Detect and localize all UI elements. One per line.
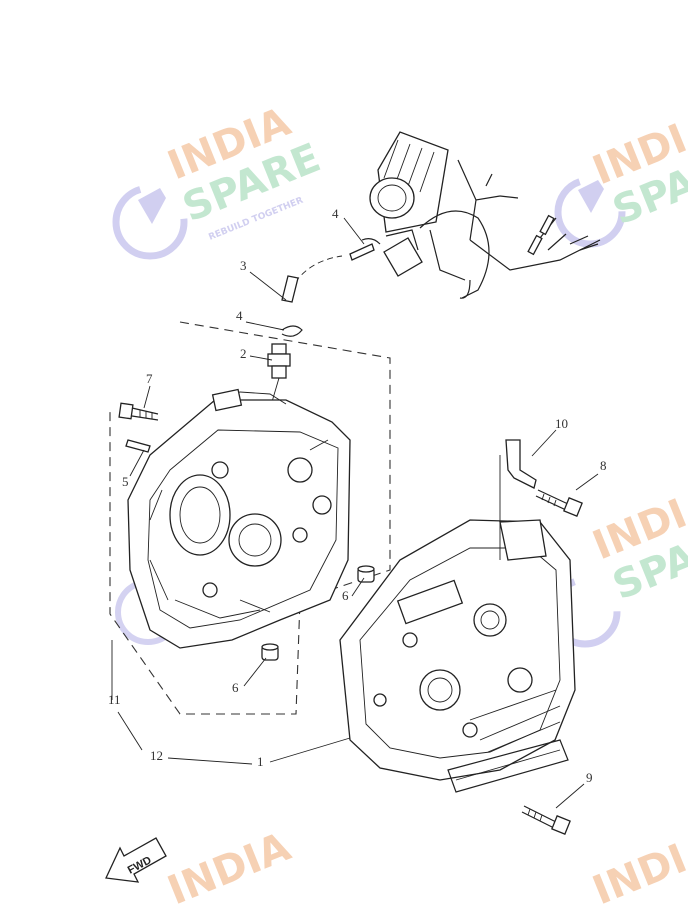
hose-clip-upper: [349, 238, 381, 261]
callout-6-lower: 6: [232, 680, 239, 695]
callout-3: 3: [240, 258, 247, 273]
watermark-line1: INDIA: [587, 824, 688, 907]
crankcase-right-half: [339, 519, 576, 793]
dowel-pin-lower: [261, 643, 279, 661]
wrench-logo-icon: [112, 184, 188, 260]
callout-11: 11: [108, 692, 121, 707]
callout-10: 10: [555, 416, 568, 431]
callout-labels: 3 4 4 2 7 5 6 6 10 8 9 11 12 1: [108, 206, 607, 785]
upper-engine-reference: [369, 131, 601, 299]
callout-4-upper: 4: [332, 206, 339, 221]
callout-7: 7: [146, 371, 153, 386]
left-case-group-outline: [109, 321, 391, 715]
bolt-8: [535, 489, 583, 517]
callout-2: 2: [240, 346, 247, 361]
callout-8: 8: [600, 458, 607, 473]
watermark-line1: INDIA: [162, 824, 297, 907]
dowel-pin-right: [357, 565, 375, 583]
watermark-top-right: INDIA SPARE: [554, 104, 688, 248]
bolt-7: [118, 402, 159, 421]
callout-6-right: 6: [342, 588, 349, 603]
bracket-10: [499, 439, 537, 560]
breather-hose: [281, 255, 343, 303]
callout-5: 5: [122, 474, 129, 489]
callout-12: 12: [150, 748, 163, 763]
callout-9: 9: [586, 770, 593, 785]
breather-fitting: [267, 343, 291, 413]
callout-4-lower: 4: [236, 308, 243, 323]
leader-lines: [111, 217, 599, 809]
bolt-9: [521, 805, 571, 835]
crankcase-left-half: [127, 388, 351, 649]
hose-clip-lower: [281, 325, 303, 337]
forward-direction-arrow-icon: FWD: [105, 837, 167, 883]
pin-5: [125, 439, 151, 453]
callout-1: 1: [257, 754, 264, 769]
watermark-top-center: INDIA SPARE REBUILD TOGETHER: [112, 99, 327, 260]
wrench-logo-icon: [554, 176, 626, 248]
watermark-bottom: INDIA INDIA: [162, 824, 688, 907]
